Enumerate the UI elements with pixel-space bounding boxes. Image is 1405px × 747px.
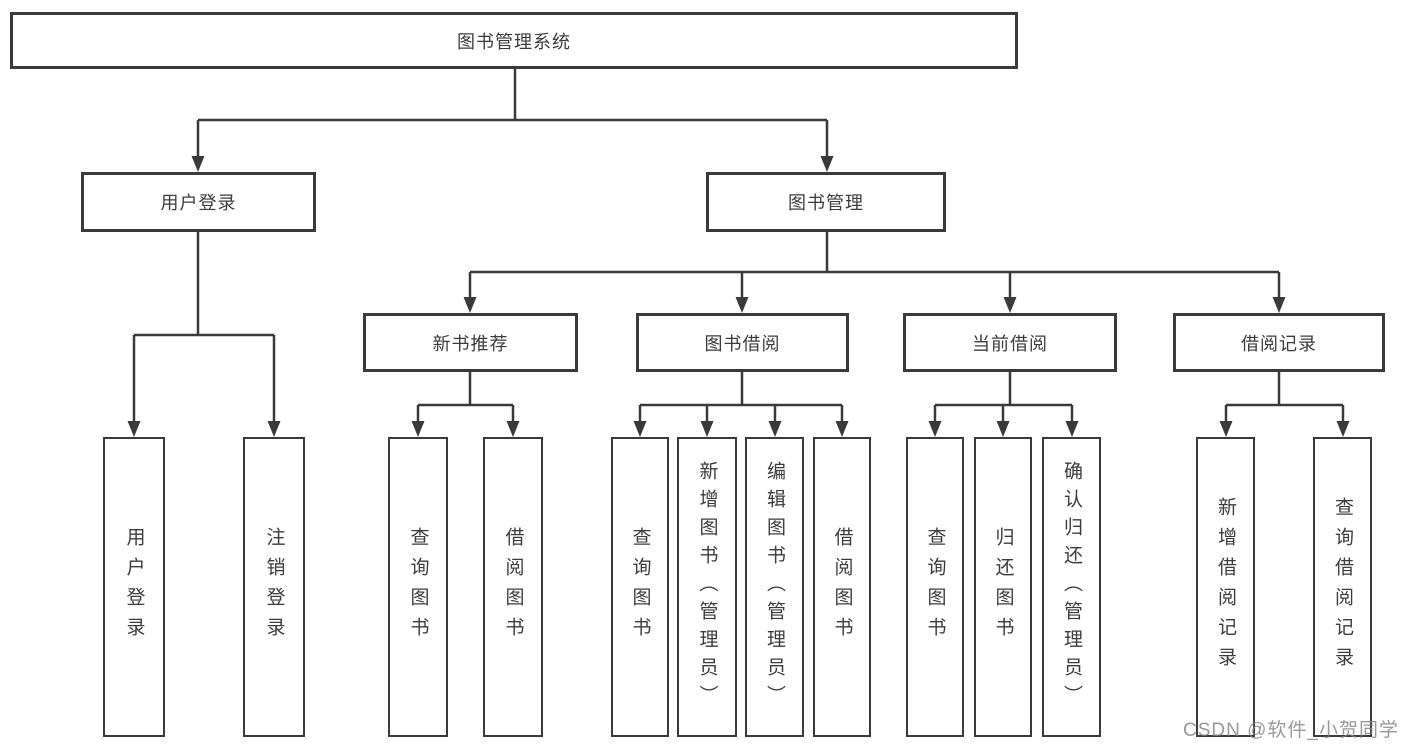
node-leaf-query-books-1: 查询图书 — [388, 437, 448, 737]
node-leaf-query-borrow-record: 查询借阅记录 — [1313, 437, 1372, 737]
node-new-book-recommendation: 新书推荐 — [363, 313, 578, 372]
node-book-borrowing: 图书借阅 — [636, 313, 849, 372]
node-leaf-confirm-return-admin: 确认归还（管理员） — [1042, 437, 1101, 737]
node-label: 查询借阅记录 — [1332, 497, 1353, 677]
node-label: 图书借阅 — [704, 333, 781, 354]
node-label: 查询图书 — [924, 527, 946, 647]
node-book-management: 图书管理 — [706, 172, 946, 232]
node-label: 借阅图书 — [831, 527, 853, 647]
node-label: 借阅图书 — [502, 527, 524, 647]
node-borrowing-records: 借阅记录 — [1173, 313, 1385, 372]
node-leaf-add-borrow-record: 新增借阅记录 — [1196, 437, 1255, 737]
node-label: 用户登录 — [123, 527, 145, 647]
node-label: 当前借阅 — [972, 333, 1048, 354]
node-label: 图书管理 — [788, 193, 864, 213]
node-label: 用户登录 — [160, 193, 237, 213]
node-user-login: 用户登录 — [81, 172, 316, 232]
node-label: 新书推荐 — [432, 333, 509, 354]
node-library-management-system: 图书管理系统 — [10, 12, 1018, 69]
node-current-borrowing: 当前借阅 — [903, 313, 1117, 372]
node-label: 归还图书 — [992, 527, 1014, 647]
node-leaf-query-books-3: 查询图书 — [906, 437, 964, 737]
node-leaf-logout: 注销登录 — [243, 437, 305, 737]
node-label: 查询图书 — [629, 527, 651, 647]
node-label: 编辑图书（管理员） — [764, 461, 785, 713]
watermark-text: CSDN @软件_小贺同学 — [1183, 720, 1399, 741]
node-label: 图书管理系统 — [457, 31, 571, 52]
node-label: 新增图书（管理员） — [696, 461, 718, 713]
node-label: 新增借阅记录 — [1215, 497, 1236, 677]
node-label: 查询图书 — [407, 527, 429, 647]
node-leaf-edit-books-admin: 编辑图书（管理员） — [745, 437, 804, 737]
node-label: 借阅记录 — [1241, 333, 1317, 354]
node-label: 注销登录 — [263, 527, 285, 647]
node-leaf-user-login: 用户登录 — [103, 437, 165, 737]
node-leaf-borrow-books-2: 借阅图书 — [813, 437, 871, 737]
node-leaf-add-books-admin: 新增图书（管理员） — [677, 437, 737, 737]
node-leaf-borrow-books-1: 借阅图书 — [483, 437, 543, 737]
node-leaf-return-books: 归还图书 — [974, 437, 1032, 737]
node-label: 确认归还（管理员） — [1061, 461, 1082, 713]
node-leaf-query-books-2: 查询图书 — [611, 437, 669, 737]
